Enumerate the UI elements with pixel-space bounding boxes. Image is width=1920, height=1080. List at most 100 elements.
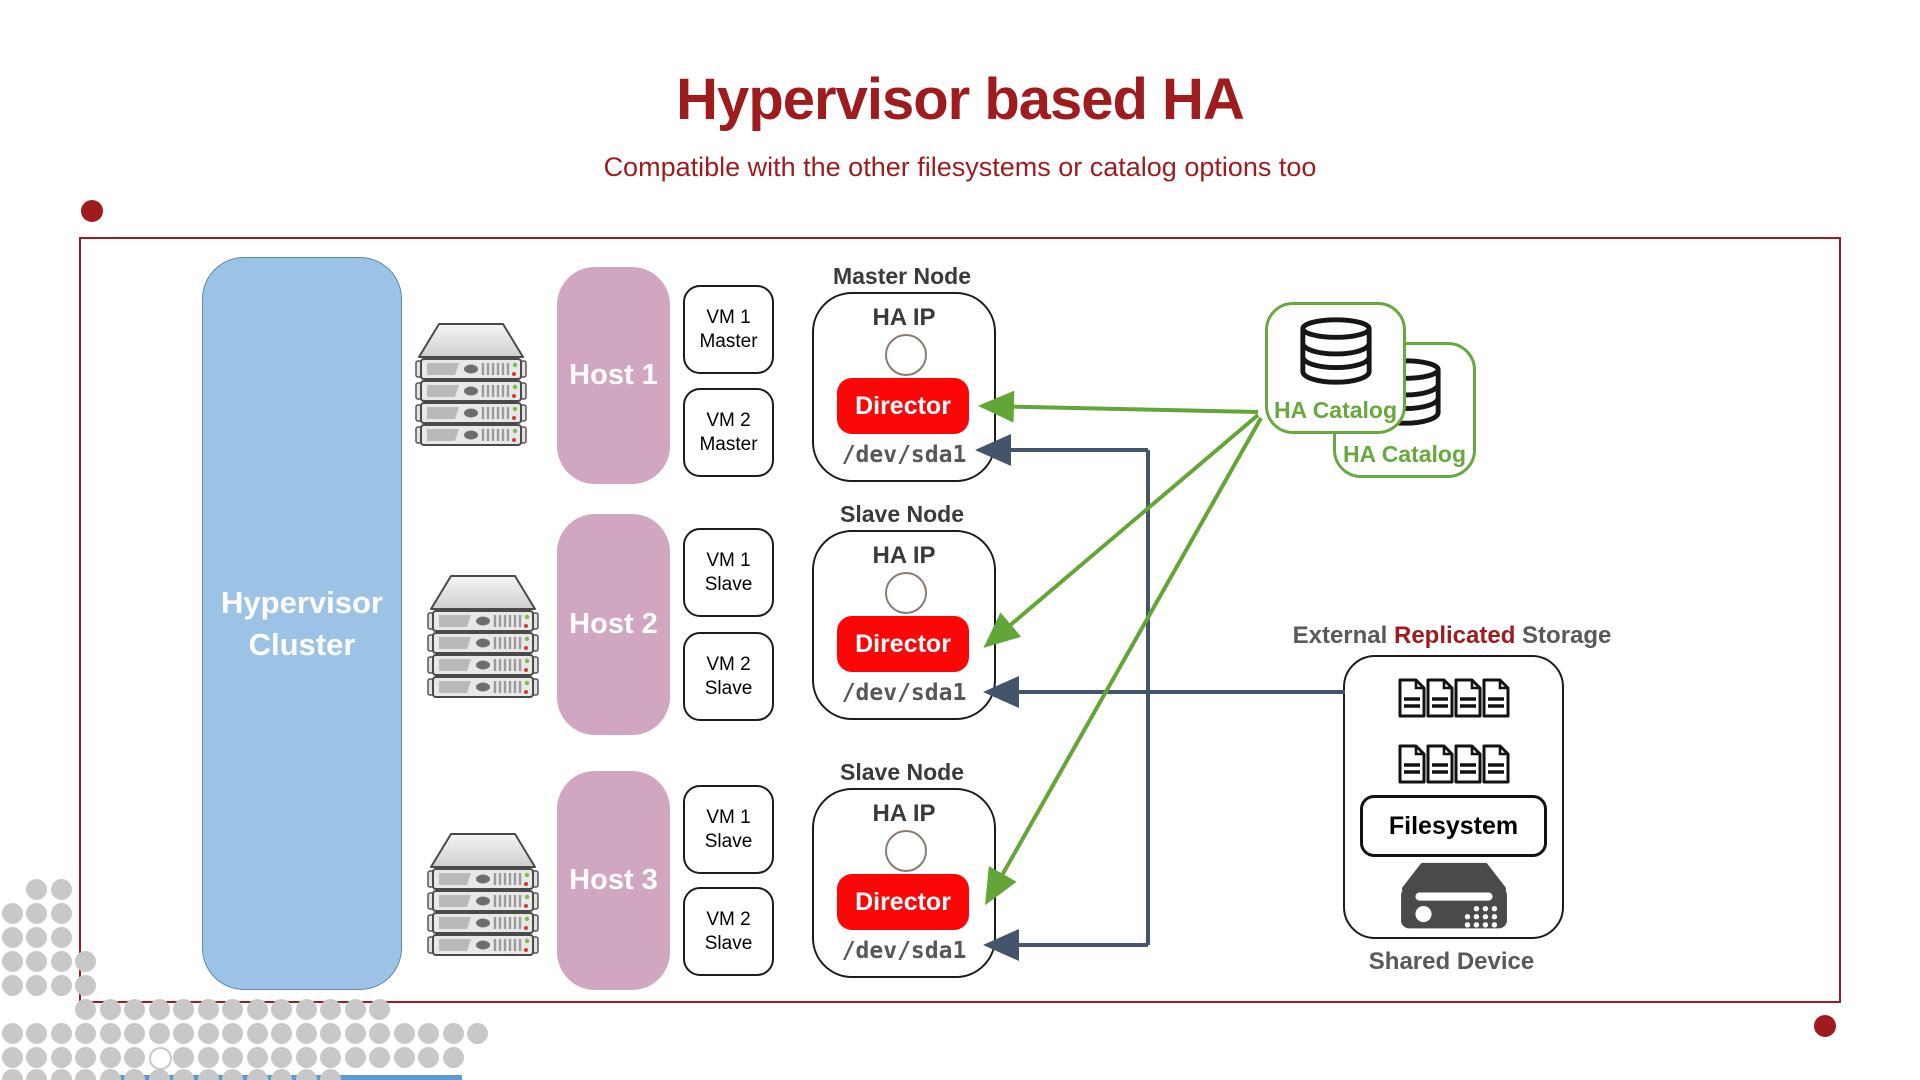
slave-node-1-box: HA IP Director /dev/sda1 (812, 530, 996, 720)
decoration-dot (75, 1046, 96, 1068)
hypervisor-cluster-label: Hypervisor Cluster (221, 584, 383, 662)
bottom-accent-bar (110, 1075, 462, 1080)
decoration-dot (148, 1046, 172, 1070)
decoration-dot (369, 1022, 390, 1044)
decoration-dot (369, 1046, 390, 1068)
decoration-dot (246, 1046, 268, 1068)
document-icon (1398, 678, 1426, 718)
decoration-dot (50, 1046, 72, 1068)
device-path-label: /dev/sda1 (841, 442, 967, 468)
decoration-dot (124, 1046, 145, 1068)
host-2-label: Host 2 (569, 608, 658, 640)
decoration-dot (222, 1022, 243, 1044)
document-icon (1482, 678, 1510, 718)
ha-catalog-front-label: HA Catalog (1273, 397, 1398, 423)
master-node-box: HA IP Director /dev/sda1 (812, 292, 996, 482)
decoration-dot (320, 1022, 341, 1044)
decoration-dot (1, 1022, 23, 1044)
document-icon (1454, 744, 1482, 784)
host-2-box: Host 2 (557, 514, 670, 735)
decoration-dot (50, 1022, 72, 1044)
decoration-dot (393, 1046, 415, 1068)
director-button: Director (837, 874, 969, 930)
filesystem-label: Filesystem (1388, 811, 1519, 840)
director-button: Director (837, 378, 969, 434)
ha-ip-label: HA IP (872, 800, 936, 827)
decoration-dot (26, 974, 47, 996)
decoration-dot (50, 974, 72, 996)
red-dot-top-left (81, 200, 103, 222)
slave-node-1-title: Slave Node (840, 501, 964, 527)
document-icon (1482, 744, 1510, 784)
decoration-dot (393, 1022, 415, 1044)
decoration-dot (75, 1068, 96, 1080)
file-icons-row (1397, 677, 1510, 719)
decoration-dot (26, 1046, 47, 1068)
database-icon (1300, 317, 1372, 385)
ha-ip-circle (885, 572, 927, 614)
slave-node-2-title: Slave Node (840, 759, 964, 785)
shared-device-label: Shared Device (1368, 948, 1535, 975)
ha-ip-circle (885, 830, 927, 872)
ha-catalog-back-label: HA Catalog (1342, 441, 1467, 467)
ha-ip-circle (885, 334, 927, 376)
decoration-dot (246, 1022, 268, 1044)
ha-ip-label: HA IP (872, 304, 936, 331)
decoration-dot (26, 950, 47, 972)
decoration-dot (50, 950, 72, 972)
decoration-dot (197, 1046, 219, 1068)
decoration-dot (442, 1022, 464, 1044)
ha-catalog-front-box: HA Catalog (1265, 302, 1406, 434)
page-subtitle: Compatible with the other filesystems or… (603, 152, 1317, 182)
decoration-dot (50, 902, 72, 924)
decoration-dot (197, 1022, 219, 1044)
decoration-dot (1, 950, 23, 972)
server-stack-icon (427, 574, 539, 699)
storage-title: External Replicated Storage (1292, 622, 1612, 649)
server-stack-icon (427, 832, 539, 957)
server-stack-icon (415, 323, 527, 446)
slave-node-2-box: HA IP Director /dev/sda1 (812, 788, 996, 978)
decoration-dot (50, 1068, 72, 1080)
decoration-dot (320, 1046, 341, 1068)
document-icon (1426, 744, 1454, 784)
director-button: Director (837, 616, 969, 672)
decoration-dot (295, 1046, 317, 1068)
decoration-dot (26, 926, 47, 948)
filesystem-box: Filesystem (1360, 795, 1547, 857)
decoration-dot (26, 1068, 47, 1080)
decoration-dot (1, 974, 23, 996)
ha-ip-label: HA IP (872, 542, 936, 569)
decoration-dot (1, 902, 23, 924)
replicated-highlight: Replicated (1393, 622, 1516, 649)
hypervisor-cluster-box: Hypervisor Cluster (202, 257, 402, 990)
host-3-box: Host 3 (557, 771, 670, 990)
decoration-dot (271, 1022, 292, 1044)
file-icons-row (1397, 743, 1510, 785)
decoration-dot (173, 1022, 194, 1044)
decoration-dot (50, 926, 72, 948)
device-path-label: /dev/sda1 (841, 938, 967, 964)
master-node-title: Master Node (832, 263, 972, 289)
decoration-dot (271, 1046, 292, 1068)
shared-device-icon (1401, 862, 1507, 929)
decoration-dot (222, 1046, 243, 1068)
decoration-dot (418, 1022, 439, 1044)
decoration-dot (1, 1068, 23, 1080)
decoration-dot (75, 1022, 96, 1044)
decoration-dot (99, 1022, 121, 1044)
decoration-dot (148, 1022, 170, 1044)
storage-box: Filesystem (1343, 655, 1564, 939)
document-icon (1426, 678, 1454, 718)
decoration-dot (26, 878, 47, 900)
document-icon (1454, 678, 1482, 718)
decoration-dot (442, 1046, 464, 1068)
decoration-dot (26, 1022, 47, 1044)
decoration-dot (295, 1022, 317, 1044)
device-path-label: /dev/sda1 (841, 680, 967, 706)
